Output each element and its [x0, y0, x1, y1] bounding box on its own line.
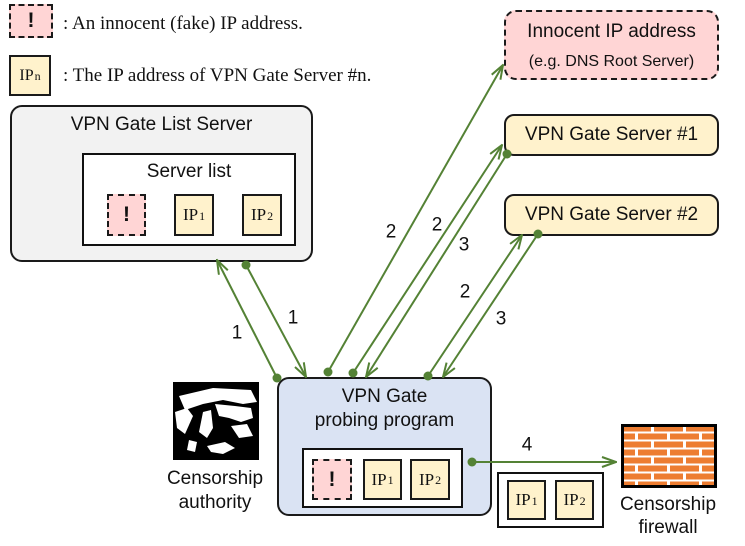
- ip-main: IP: [515, 490, 531, 509]
- server-list-fake-ip: !: [107, 194, 146, 236]
- flow-step-label: 1: [288, 308, 299, 329]
- censorship-firewall-label-line2: firewall: [638, 517, 698, 538]
- list-server-title: VPN Gate List Server: [70, 114, 253, 135]
- ip-main: IP: [250, 205, 267, 224]
- ip-sub: 2: [579, 493, 586, 508]
- censorship-authority-label-line2: authority: [178, 492, 252, 513]
- legend-ip-sub: n: [34, 69, 41, 83]
- flow-step-label: 1: [232, 323, 243, 344]
- legend-fake-ip-description: : An innocent (fake) IP address.: [63, 13, 303, 34]
- flow-arrow-3-server2-to-probe: [443, 233, 539, 377]
- flow-step-label: 2: [432, 215, 443, 236]
- flow-arrow-3-server1-to-probe: [366, 153, 508, 377]
- vpn-gate-server-1: VPN Gate Server #1: [504, 114, 719, 156]
- innocent-ip-box: [504, 10, 719, 80]
- flow-arrow-2-probe-to-server1: [352, 145, 502, 374]
- probe-fake-ip: !: [312, 459, 352, 500]
- fake-ip-mark: !: [328, 467, 336, 491]
- fake-ip-mark: !: [123, 203, 130, 226]
- vpn-gate-server-2-label: VPN Gate Server #2: [524, 204, 699, 225]
- flow-arrow-2-probe-to-innocent: [327, 65, 503, 373]
- ip-main: IP: [371, 469, 387, 489]
- legend-ip-description: : The IP address of VPN Gate Server #n.: [63, 65, 372, 86]
- ip-main: IP: [563, 490, 579, 509]
- legend-fake-ip-mark: !: [27, 9, 35, 32]
- vpn-gate-server-2: VPN Gate Server #2: [504, 194, 719, 236]
- flow-step-label: 2: [460, 282, 471, 303]
- flow-step-label: 2: [386, 222, 397, 243]
- vpn-gate-server-1-label: VPN Gate Server #1: [524, 124, 699, 145]
- server-list-title: Server list: [146, 161, 232, 182]
- ip-sub: 2: [267, 208, 274, 223]
- flow-step-label: 4: [522, 435, 533, 456]
- flow-arrow-2-probe-to-server2: [427, 235, 522, 377]
- flow-step-label: 3: [496, 309, 507, 330]
- ip-sub: 1: [387, 473, 394, 487]
- innocent-ip-title: Innocent IP address: [527, 21, 696, 42]
- ip-main: IP: [182, 205, 199, 224]
- ip-main: IP: [418, 469, 435, 489]
- ip-sub: 1: [531, 493, 538, 508]
- legend-fake-ip-symbol: !: [9, 4, 53, 38]
- innocent-ip-subtitle: (e.g. DNS Root Server): [528, 53, 695, 70]
- censorship-firewall-label-line1: Censorship: [619, 494, 717, 515]
- ip-sub: 2: [435, 473, 442, 487]
- probing-program-title-line2: probing program: [314, 410, 455, 431]
- flow-arrow-1-list-to-probe: [245, 264, 306, 377]
- flow-arrow-1-probe-to-list: [217, 260, 278, 379]
- probing-program-title-line1: VPN Gate: [341, 386, 428, 407]
- flow-origin-dot: [323, 367, 333, 377]
- legend-ip-main: IP: [19, 66, 34, 84]
- censorship-authority-label-line1: Censorship: [166, 468, 264, 489]
- censorship-authority-face-icon: [173, 382, 259, 460]
- flow-step-label: 3: [459, 235, 470, 256]
- brick-wall-icon: [621, 424, 717, 488]
- ip-sub: 1: [199, 208, 206, 223]
